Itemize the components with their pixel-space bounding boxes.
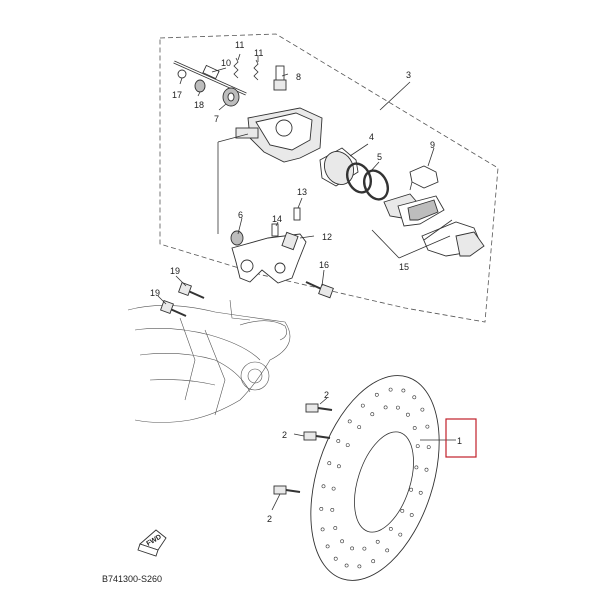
leader-lines — [157, 53, 456, 511]
disc-vent-hole — [336, 464, 341, 469]
disc-vent-hole — [405, 412, 410, 417]
disc-vent-hole — [412, 395, 417, 400]
label-part-18: 18 — [194, 100, 204, 110]
label-part-19: 19 — [150, 288, 160, 298]
label-part-2: 2 — [282, 430, 287, 440]
label-part-3: 3 — [406, 70, 411, 80]
disc-vent-hole — [344, 563, 349, 568]
disc-vent-hole — [357, 564, 362, 569]
brake-pads — [383, 193, 485, 257]
label-part-19: 19 — [170, 266, 180, 276]
piston-seals — [345, 162, 390, 201]
label-part-8: 8 — [296, 72, 301, 82]
disc-vent-hole — [374, 392, 379, 397]
frame-outline — [127, 299, 291, 423]
disc-vent-hole — [362, 546, 367, 551]
label-part-16: 16 — [319, 260, 329, 270]
disc-vent-hole — [319, 506, 324, 511]
caliper-bracket — [231, 231, 307, 284]
disc-vent-hole — [401, 388, 406, 393]
disc-vent-hole — [388, 527, 393, 531]
disc-vent-hole — [333, 556, 338, 561]
disc-vent-hole — [345, 443, 350, 448]
disc-vent-hole — [347, 419, 352, 424]
disc-vent-hole — [360, 403, 365, 408]
disc-vent-hole — [395, 405, 400, 410]
disc-vent-hole — [418, 490, 423, 495]
disc-vent-hole — [371, 559, 376, 564]
label-part-7: 7 — [214, 114, 219, 124]
label-part-17: 17 — [172, 90, 182, 100]
disc-vent-hole — [340, 539, 345, 544]
label-part-9: 9 — [430, 140, 435, 150]
label-part-12: 12 — [322, 232, 332, 242]
label-part-5: 5 — [377, 152, 382, 162]
disc-vent-hole — [370, 412, 375, 417]
disc-vent-hole — [424, 467, 429, 472]
disc-vent-hole — [357, 425, 362, 430]
disc-vent-hole — [420, 407, 425, 412]
disc-vent-hole — [336, 439, 341, 443]
small-fasteners — [271, 207, 301, 237]
caliper-body — [235, 107, 323, 163]
disc-vent-hole — [325, 544, 330, 549]
disc-vent-hole — [383, 405, 388, 410]
forward-arrow-icon: FWD — [137, 529, 167, 557]
mount-bolts — [160, 282, 205, 317]
disc-vent-hole — [375, 539, 380, 544]
disc-vent-hole — [415, 444, 420, 449]
bleed-screw — [273, 65, 287, 91]
bracket-bolt — [305, 281, 334, 299]
pad-pin — [230, 230, 244, 246]
reference-code: B741300-S260 — [102, 574, 162, 584]
spring-clips — [233, 57, 259, 81]
label-part-10: 10 — [221, 58, 231, 68]
disc-vent-hole — [330, 507, 335, 512]
label-part-14: 14 — [272, 214, 282, 224]
part-labels: 1 2 2 2 3 4 5 6 7 8 9 10 11 11 12 13 14 … — [150, 40, 462, 524]
label-part-2: 2 — [324, 390, 329, 400]
disc-vent-hole — [414, 465, 419, 470]
disc-vent-hole — [350, 546, 355, 551]
label-part-1: 1 — [457, 436, 462, 446]
pad-spring — [409, 165, 439, 191]
disc-vent-hole — [426, 445, 431, 450]
label-part-11: 11 — [235, 40, 244, 50]
label-part-15: 15 — [399, 262, 409, 272]
disc-vent-hole — [388, 387, 393, 392]
disc-vent-hole — [320, 527, 325, 532]
disc-vent-hole — [327, 461, 332, 466]
label-part-2: 2 — [267, 514, 272, 524]
caliper-pin-assembly — [173, 60, 247, 107]
caliper-piston — [319, 147, 359, 187]
disc-vent-hole — [333, 526, 338, 530]
disc-vent-hole — [412, 426, 417, 430]
disc-vent-hole — [400, 508, 405, 513]
disc-vent-hole — [398, 532, 403, 537]
disc-vent-hole — [385, 548, 390, 553]
disc-vent-hole — [409, 487, 414, 492]
disc-vent-hole — [321, 484, 326, 489]
label-part-13: 13 — [297, 187, 307, 197]
disc-vent-hole — [409, 513, 414, 517]
brake-disc — [310, 375, 440, 581]
label-part-4: 4 — [369, 132, 374, 142]
disc-vent-hole — [425, 424, 430, 429]
part-1-highlight-box — [445, 418, 477, 458]
label-part-6: 6 — [238, 210, 243, 220]
disc-vent-hole — [331, 486, 336, 491]
caliper-assembly-boundary — [159, 33, 499, 323]
label-part-11: 11 — [254, 48, 263, 58]
